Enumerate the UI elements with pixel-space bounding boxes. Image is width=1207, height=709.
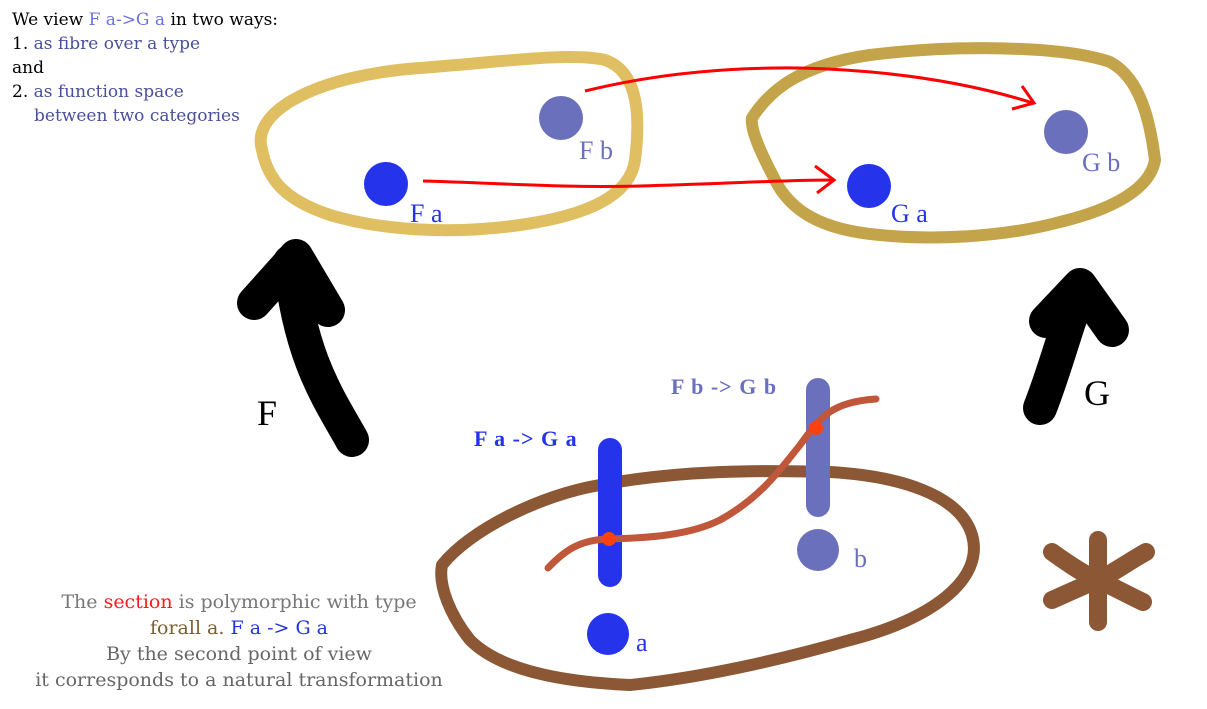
section-point-b	[809, 421, 823, 435]
intro-prefix: We view	[12, 10, 89, 30]
label-b: b	[854, 544, 867, 573]
functor-f-label: F	[257, 393, 277, 433]
caption-line-3: By the second point of view	[106, 643, 372, 665]
item-2-number: 2.	[12, 82, 29, 102]
caption-section-word: section	[103, 591, 173, 613]
intro-conjunction: and	[12, 58, 44, 78]
item-1-number: 1.	[12, 34, 29, 54]
caption-prefix: The	[61, 591, 104, 613]
caption-forall: forall a.	[149, 617, 225, 639]
arrow-fa-to-ga	[422, 178, 834, 188]
intro-item-1: 1. as fibre over a type	[12, 32, 278, 56]
arrow-fa-to-ga-head	[814, 164, 837, 195]
functor-g-arrow	[1023, 268, 1129, 425]
point-b	[797, 529, 839, 571]
arrow-fb-to-gb	[584, 66, 1034, 105]
intro-highlight: F a->G a	[88, 10, 166, 30]
point-a	[587, 613, 629, 655]
intro-item-2: 2. as function space	[12, 80, 278, 104]
functor-f-arrow	[237, 239, 369, 457]
section-point-a	[602, 532, 616, 546]
caption-line-1: The section is polymorphic with type	[0, 589, 478, 615]
functor-g-label: G	[1084, 373, 1110, 413]
label-fb: F b	[579, 136, 613, 165]
label-gb: G b	[1082, 148, 1120, 177]
point-fa	[364, 162, 408, 206]
intro-line-1: We view F a->G a in two ways:	[12, 8, 278, 32]
fibre-a-label: F a -> G a	[474, 426, 578, 451]
caption-line-4: it corresponds to a natural transformati…	[35, 669, 443, 691]
point-fb	[539, 96, 583, 140]
item-2-text-line-1: as function space	[33, 82, 184, 102]
base-type-outline	[435, 465, 980, 691]
caption-suffix: is polymorphic with type	[172, 591, 417, 613]
intro-text: We view F a->G a in two ways: 1. as fibr…	[12, 8, 278, 128]
asterisk-icon	[1043, 531, 1155, 631]
item-2-text-line-2: between two categories	[34, 106, 240, 126]
category-f-outline	[254, 51, 644, 237]
fibre-b-label: F b -> G b	[671, 374, 777, 399]
arrow-fb-to-gb-head	[1011, 85, 1037, 111]
point-ga	[847, 164, 891, 208]
category-g-outline	[745, 42, 1161, 244]
label-fa: F a	[410, 199, 443, 228]
caption-type: F a -> G a	[224, 617, 328, 639]
intro-suffix: in two ways:	[165, 10, 279, 30]
label-ga: G a	[891, 199, 928, 228]
item-1-text: as fibre over a type	[33, 34, 201, 54]
caption-text: The section is polymorphic with type for…	[0, 589, 478, 693]
point-gb	[1044, 110, 1088, 154]
label-a: a	[636, 628, 648, 657]
caption-line-2: forall a. F a -> G a	[0, 615, 478, 641]
